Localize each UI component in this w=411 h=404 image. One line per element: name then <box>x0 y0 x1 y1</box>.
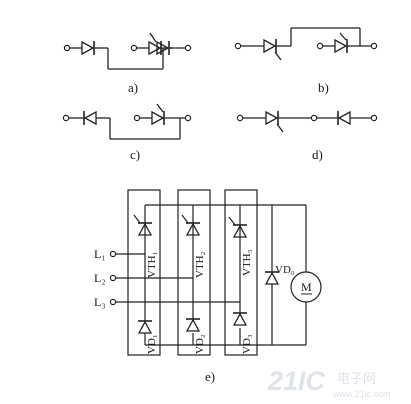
vd2-symbol <box>185 318 201 332</box>
vth3-label: VTH₃ <box>241 249 253 276</box>
module-1-box <box>127 189 161 356</box>
panel-d-label: d) <box>312 147 323 162</box>
panel-a-label: a) <box>128 80 138 95</box>
vd2-label: VD₂ <box>194 334 206 354</box>
input-l2-label: L₂ <box>94 271 106 285</box>
vth1-label: VTH₁ <box>146 251 158 278</box>
panel-a <box>63 32 192 70</box>
module-2-box <box>177 189 211 356</box>
watermark-site: 电子网 <box>337 371 376 386</box>
panel-b <box>234 27 378 61</box>
vd1-label: VD₁ <box>146 334 158 354</box>
input-l3-label: L₃ <box>94 295 106 309</box>
panel-c-label: c) <box>130 147 140 162</box>
watermark-brand: 21IC <box>267 366 326 396</box>
vd3-label: VD₃ <box>241 334 253 354</box>
panel-e <box>109 189 322 356</box>
panel-c <box>62 103 192 140</box>
watermark-domain: www.21ic.com <box>332 389 391 399</box>
motor-label: M <box>301 280 312 294</box>
watermark: 21IC 电子网 www.21ic.com <box>267 366 391 399</box>
input-l1-label: L₁ <box>94 247 106 261</box>
vth2-label: VTH₂ <box>194 251 206 278</box>
panel-d <box>236 110 378 133</box>
vd1-symbol <box>137 320 153 334</box>
panel-b-label: b) <box>318 80 329 95</box>
panel-e-label: e) <box>205 369 215 384</box>
module-3-box <box>224 189 258 356</box>
vd0-label: VD₀ <box>275 264 295 276</box>
vd3-symbol <box>232 312 248 326</box>
panel-e-labels: L₁ L₂ L₃ VTH₁ VTH₂ VTH₃ VD₁ VD₂ VD₃ VD₀ … <box>94 247 312 384</box>
